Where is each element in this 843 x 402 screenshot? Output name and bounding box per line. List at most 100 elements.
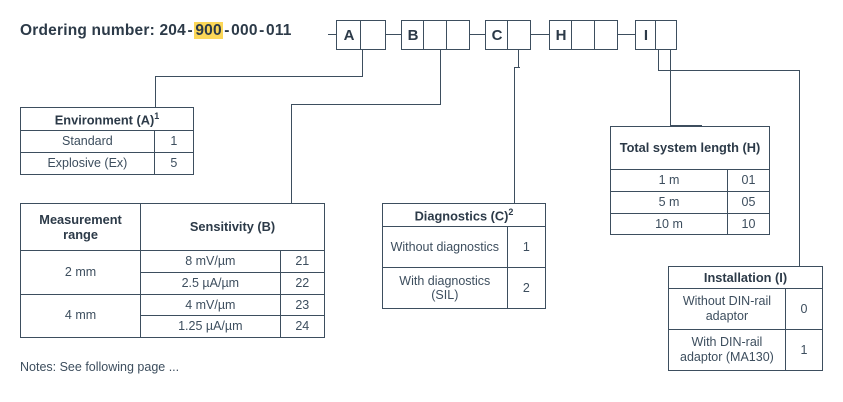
connector-c-h — [531, 34, 549, 36]
connector-i-v1 — [658, 50, 660, 71]
ordering-number-part3: 000 — [231, 22, 258, 39]
connector-c-v2 — [514, 67, 516, 203]
notes-text: Notes: See following page ... — [20, 360, 180, 374]
code-box-a-blank-1[interactable] — [360, 20, 387, 50]
diagnostics-title: Diagnostics (C)2 — [382, 202, 546, 228]
code-box-b-blank-2[interactable] — [445, 20, 470, 50]
ordering-number-line: Ordering number: 204-900-000-011 — [20, 22, 292, 40]
code-group-c[interactable]: C — [485, 20, 532, 50]
ordering-number-label: Ordering number: — [20, 22, 155, 39]
installation-label-0: Without DIN-rail adaptor — [668, 288, 786, 331]
sensitivity-value-0-0: 8 mV/µm — [140, 250, 281, 273]
table-row: Standard 1 — [20, 130, 195, 154]
sensitivity-code-0-0: 21 — [279, 250, 326, 273]
table-row-header: Measurement range Sensitivity (B) — [19, 203, 325, 251]
sensitivity-value-0-1: 2.5 µA/µm — [140, 271, 281, 295]
table-row-header: Total system length (H) — [610, 126, 770, 170]
installation-code-0: 0 — [784, 288, 824, 331]
sensitivity-range-1: 4 mm — [19, 293, 142, 338]
ordering-number-part1: 204 — [159, 22, 186, 39]
table-row-header: Installation (I) — [668, 265, 823, 290]
connector-h-i — [618, 34, 635, 36]
code-box-a-letter[interactable]: A — [336, 20, 362, 50]
code-box-c-blank-1[interactable] — [507, 20, 532, 50]
sensitivity-range-0: 2 mm — [19, 250, 142, 295]
table-row: Without DIN-rail adaptor 0 — [668, 288, 824, 331]
sensitivity-value-1-0: 4 mV/µm — [140, 293, 281, 317]
dash-2: - — [224, 22, 230, 39]
ordering-number-part4: 011 — [266, 22, 292, 39]
table-row: 4 mm 4 mV/µm 23 — [19, 293, 326, 338]
table-installation: Installation (I) Without DIN-rail adapto… — [668, 265, 824, 372]
dash-1: - — [187, 22, 193, 39]
table-row: Without diagnostics 1 — [382, 226, 547, 269]
table-environment: Environment (A)1 Standard 1 Explosive (E… — [20, 106, 195, 175]
connector-i-h1 — [658, 70, 800, 72]
environment-title-text: Environment (A) — [54, 112, 155, 128]
environment-code-0: 1 — [153, 130, 195, 154]
total-length-title: Total system length (H) — [610, 126, 770, 170]
connector-a-b — [386, 34, 401, 36]
environment-label-1: Explosive (Ex) — [20, 152, 155, 175]
installation-label-1: With DIN-rail adaptor (MA130) — [668, 329, 786, 372]
table-row-header: Diagnostics (C)2 — [382, 202, 546, 228]
connector-stub-a — [328, 34, 336, 36]
code-box-b-blank-1[interactable] — [423, 20, 448, 50]
connector-i-v2 — [799, 70, 801, 266]
total-length-code-1: 05 — [727, 190, 770, 214]
connector-a-v2 — [155, 76, 157, 108]
table-row: 2.5 µA/µm 22 — [21, 271, 326, 295]
connector-a-h1 — [155, 76, 363, 78]
diagnostics-footnote-marker: 2 — [508, 207, 514, 217]
connector-c-v1 — [518, 50, 520, 68]
sensitivity-title-value: Sensitivity (B) — [140, 203, 325, 251]
table-row: With DIN-rail adaptor (MA130) 1 — [668, 329, 824, 372]
sensitivity-code-0-1: 22 — [279, 271, 326, 295]
code-group-b[interactable]: B — [401, 20, 470, 50]
total-length-label-1: 5 m — [610, 190, 728, 214]
diagnostics-code-0: 1 — [506, 226, 547, 269]
environment-title: Environment (A)1 — [20, 106, 194, 132]
diagnostics-title-text: Diagnostics (C) — [414, 208, 509, 224]
table-sensitivity: Measurement range Sensitivity (B) 2 mm 8… — [19, 203, 326, 338]
environment-code-1: 5 — [153, 152, 195, 175]
code-box-b-letter[interactable]: B — [401, 20, 425, 50]
table-row: 1 m 01 — [610, 169, 770, 192]
diagnostics-label-1: With diagnostics (SIL) — [382, 267, 508, 310]
total-length-code-0: 01 — [727, 169, 770, 192]
connector-b-v2 — [291, 104, 293, 204]
code-group-i[interactable]: I — [635, 20, 678, 50]
connector-a-v1 — [362, 50, 364, 77]
environment-label-0: Standard — [20, 130, 155, 154]
table-diagnostics: Diagnostics (C)2 Without diagnostics 1 W… — [382, 202, 547, 310]
connector-b-h1 — [291, 104, 441, 106]
total-length-label-0: 1 m — [610, 169, 728, 192]
environment-footnote-marker: 1 — [154, 111, 160, 121]
code-box-h-blank-1[interactable] — [571, 20, 596, 50]
diagnostics-label-0: Without diagnostics — [382, 226, 508, 269]
sensitivity-code-1-1: 24 — [279, 315, 326, 338]
connector-b-c — [470, 34, 485, 36]
installation-title: Installation (I) — [668, 265, 823, 290]
table-row: 10 m 10 — [610, 212, 770, 236]
diagnostics-code-1: 2 — [506, 267, 547, 310]
sensitivity-code-1-0: 23 — [279, 293, 326, 317]
table-row: Explosive (Ex) 5 — [20, 152, 195, 175]
table-total-length: Total system length (H) 1 m 01 5 m 05 10… — [610, 126, 770, 236]
sensitivity-value-1-1: 1.25 µA/µm — [140, 315, 281, 338]
code-box-h-letter[interactable]: H — [549, 20, 573, 50]
connector-h-h1 — [670, 125, 702, 127]
table-row: 1.25 µA/µm 24 — [21, 315, 326, 338]
code-box-i-blank-1[interactable] — [655, 20, 678, 50]
sensitivity-title-range: Measurement range — [19, 203, 142, 251]
code-group-a[interactable]: A — [336, 20, 387, 50]
table-row: 2 mm 8 mV/µm 21 — [19, 250, 326, 295]
code-box-i-letter[interactable]: I — [635, 20, 657, 50]
installation-code-1: 1 — [784, 329, 824, 372]
code-group-h[interactable]: H — [549, 20, 618, 50]
code-box-c-letter[interactable]: C — [485, 20, 509, 50]
code-box-h-blank-2[interactable] — [593, 20, 618, 50]
connector-c-h1 — [514, 67, 520, 69]
table-row: 5 m 05 — [610, 190, 770, 214]
